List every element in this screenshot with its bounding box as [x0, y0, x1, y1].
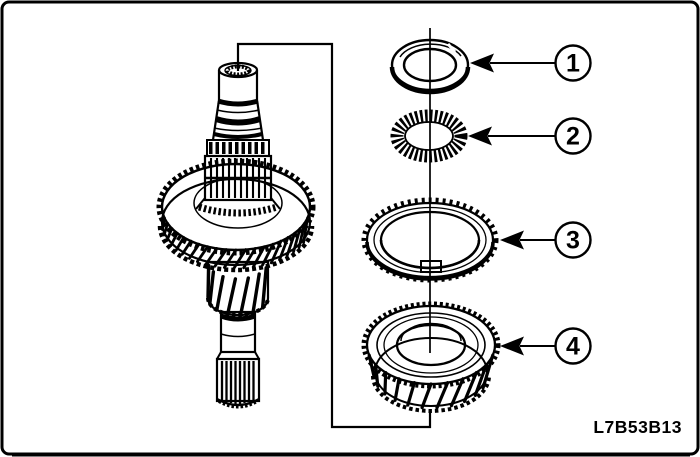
shaft-spline-end — [215, 310, 261, 409]
callout-4-arrow-icon — [500, 336, 524, 356]
callout-3-circle — [554, 221, 592, 259]
pinion-gear — [206, 260, 270, 317]
output-shaft-illustration — [156, 61, 316, 409]
bearing-skirt-rollers — [197, 203, 279, 217]
callout-3-number: 3 — [566, 227, 580, 255]
callout-1-arrow-icon — [470, 53, 494, 73]
callout-1: 1 — [470, 44, 592, 82]
pinion-helical-teeth — [206, 263, 268, 317]
end-splines — [220, 361, 255, 404]
callout-2-circle — [554, 117, 592, 155]
gear-face — [365, 304, 497, 386]
callout-4-circle — [554, 327, 592, 365]
bearing-serrations — [390, 109, 468, 163]
figure-code: L7B53B13 — [593, 417, 682, 437]
callout-1-number: 1 — [566, 50, 580, 78]
gear-bottom-teeth — [371, 375, 491, 413]
synchro-notch — [420, 260, 442, 273]
callout-4: 4 — [500, 327, 592, 365]
assembly-bracket — [236, 42, 432, 429]
snap-ring-gap — [446, 43, 457, 53]
part-2-thrust-bearing — [390, 109, 468, 163]
callout-2: 2 — [468, 117, 592, 155]
callout-4-number: 4 — [566, 333, 580, 361]
shaft-journal — [211, 98, 265, 141]
callout-1-circle — [554, 44, 592, 82]
callout-2-arrow-icon — [468, 126, 492, 146]
callout-2-number: 2 — [566, 123, 580, 151]
main-gear — [156, 158, 316, 273]
gear-skirt — [374, 337, 488, 407]
callout-3-arrow-icon — [500, 230, 524, 250]
shaft-bore-splines — [225, 64, 251, 77]
main-gear-bottom-teeth — [157, 225, 315, 273]
part-4-speed-gear — [361, 301, 501, 413]
gear-clutch-teeth — [361, 301, 501, 389]
callout-3: 3 — [500, 221, 592, 259]
hub-splines — [206, 139, 270, 157]
